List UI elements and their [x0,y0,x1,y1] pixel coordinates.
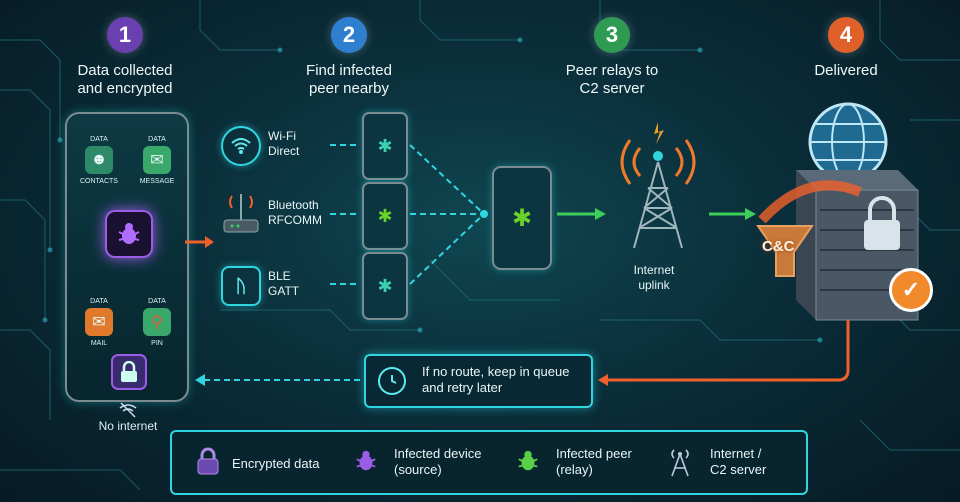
app-contacts-top: DATA [90,136,108,143]
no-internet-label: No internet [98,419,158,433]
legend-encrypted-label: Encrypted data [232,456,320,471]
ble-icon: ᚢ [221,266,261,306]
app-message-top: DATA [148,136,166,143]
teal-bug-icon: ✱ [377,135,393,156]
legend: Encrypted data Infected device(source) I… [170,430,808,495]
step-1-badge: 1 [107,17,143,53]
green-bug-icon: ✱ [377,205,393,226]
app-mail-bottom: MAIL [90,340,108,347]
step-2-badge: 2 [331,17,367,53]
no-wifi-icon [118,402,138,418]
step-3-badge: 3 [594,17,630,53]
message-icon: ✉ [143,146,171,174]
contacts-icon: ☻ [85,146,113,174]
legend-infected-peer-label: Infected peer(relay) [556,446,632,477]
teal-bug-icon: ✱ [377,275,393,296]
wifi-icon [221,126,261,166]
step-4-title: Delivered [814,62,878,79]
mail-icon: ✉ [85,308,113,336]
app-contacts-bottom: CONTACTS [80,178,118,185]
legend-c2-label: Internet /C2 server [710,446,767,477]
tower-icon [668,444,692,483]
app-message-bottom: MESSAGE [139,178,175,185]
source-phone: DATA ☻ CONTACTS DATA ✉ MESSAGE DATA ✉ MA… [65,112,189,402]
cc-label: C&C [762,238,795,255]
purple-bug-icon [118,223,140,244]
bluetooth-router-icon [220,190,262,240]
purple-bug-chip [105,210,153,258]
lock-icon [194,446,222,476]
peer-phone-1: ✱ [362,112,408,180]
server-lock-icon [864,196,900,250]
tower-icon [620,122,696,249]
peer-phone-2: ✱ [362,182,408,250]
step-4-badge: 4 [828,17,864,53]
peer-phone-3: ✱ [362,252,408,320]
legend-infected-device-label: Infected device(source) [394,446,482,477]
green-bug-icon [516,448,540,479]
app-pin-top: DATA [148,298,166,305]
app-pin-bottom: PIN [151,340,163,347]
pin-icon: ⚲ [143,308,171,336]
clock-icon [378,367,406,395]
app-mail-top: DATA [90,298,108,305]
purple-bug-icon [354,448,378,479]
green-bug-icon: ✱ [511,204,533,232]
check-icon: ✓ [889,268,933,312]
relay-phone: ✱ [492,166,552,270]
lock-icon [111,354,147,390]
